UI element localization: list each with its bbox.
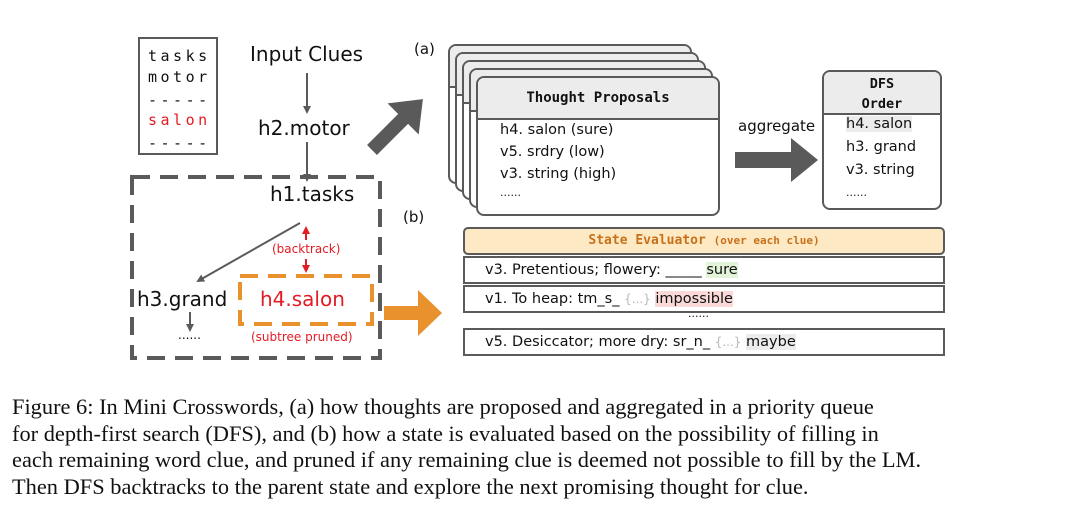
proposal-item: h4. salon (sure)	[500, 122, 614, 138]
dfs-item: h3. grand	[846, 139, 917, 155]
thought-proposals-title: Thought Proposals	[478, 78, 718, 120]
clue-text: v1. To heap: tm_s_	[485, 291, 620, 307]
evaluator-row: v1. To heap: tm_s_ {...} impossible	[463, 285, 945, 313]
pruned-box	[238, 274, 374, 326]
dfs-title-line: DFS	[869, 76, 895, 92]
diagram-graphics	[130, 73, 818, 360]
figure-caption: Figure 6: In Mini Crosswords, (a) how th…	[12, 394, 1072, 500]
dfs-order-box: DFS Order h4. salon h3. grand v3. string…	[822, 70, 942, 210]
caption-line: each remaining word clue, and pruned if …	[12, 447, 922, 472]
omitted-brace: {...}	[624, 292, 651, 306]
grid-row: -----	[148, 134, 211, 152]
clue-text: v5. Desiccator; more dry: sr_n_	[485, 334, 711, 350]
state-evaluator-title: State Evaluator	[588, 233, 706, 248]
verdict-sure: sure	[706, 262, 738, 278]
omitted-brace: {...}	[714, 335, 742, 349]
grid-row: tasks	[148, 47, 211, 65]
proposal-item: v3. string (high)	[500, 166, 617, 182]
caption-line: for depth-first search (DFS), and (b) ho…	[12, 420, 879, 446]
evaluate-arrow	[384, 290, 442, 336]
grid-row-highlighted: salon	[148, 111, 211, 129]
dfs-item-top: h4. salon	[846, 116, 913, 132]
state-evaluator-header: State Evaluator (over each clue)	[463, 227, 945, 255]
node-h4-pruned: h4.salon	[260, 287, 345, 311]
state-evaluator-subtitle: (over each clue)	[713, 234, 820, 247]
thought-proposals-card: Thought Proposals h4. salon (sure) v5. s…	[476, 76, 720, 216]
caption-line: Figure 6: In Mini Crosswords, (a) how th…	[12, 394, 874, 419]
verdict-impossible: impossible	[655, 291, 733, 307]
node-h3: h3.grand	[137, 287, 228, 311]
proposal-item-ellipsis: ......	[500, 186, 521, 199]
input-clues-label: Input Clues	[250, 42, 364, 66]
aggregate-label: aggregate	[738, 117, 816, 135]
evaluator-row: v3. Pretentious; flowery: _____ sure	[463, 256, 945, 284]
evaluator-ellipsis: ......	[688, 307, 709, 320]
dfs-order-title: DFS Order	[824, 72, 940, 115]
section-label-a: (a)	[414, 40, 435, 58]
clue-text: v3. Pretentious; flowery: _____	[485, 262, 702, 278]
state-box	[130, 175, 382, 360]
section-label-b: (b)	[403, 208, 425, 226]
aggregate-arrow	[735, 138, 818, 182]
proposal-arrow	[367, 99, 423, 155]
grid-row: motor	[148, 68, 211, 86]
subtree-pruned-label: (subtree pruned)	[251, 330, 353, 344]
node-h3-child-ellipsis: ......	[178, 328, 201, 342]
grid-row: -----	[148, 91, 211, 109]
dfs-item: v3. string	[846, 162, 915, 178]
dfs-item-ellipsis: ......	[846, 186, 867, 199]
dfs-title-line: Order	[861, 96, 903, 112]
proposal-item: v5. srdry (low)	[500, 144, 605, 160]
node-h1: h1.tasks	[270, 182, 355, 206]
caption-line: Then DFS backtracks to the parent state …	[12, 473, 809, 499]
verdict-maybe: maybe	[746, 334, 796, 350]
node-h2: h2.motor	[258, 116, 350, 140]
arrow-h1-to-h3	[196, 222, 301, 282]
crossword-word-grid: tasks motor ----- salon -----	[138, 37, 218, 155]
evaluator-row: v5. Desiccator; more dry: sr_n_ {...} ma…	[463, 328, 945, 356]
backtrack-label: (backtrack)	[272, 242, 341, 256]
